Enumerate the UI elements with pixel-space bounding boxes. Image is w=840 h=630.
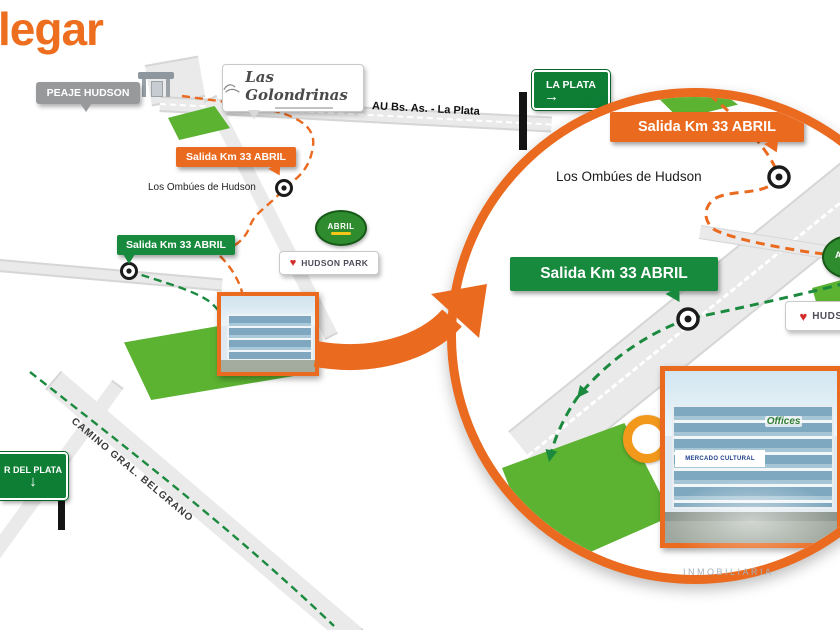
exit-marker-orange bbox=[767, 165, 791, 189]
hudson-sign-zoom: ♥ HUDSON bbox=[785, 301, 840, 331]
mar-del-plata-sign: R DEL PLATA ↓ bbox=[0, 452, 68, 500]
golondrinas-label: Las Golondrinas bbox=[245, 67, 348, 104]
badge-pointer bbox=[123, 254, 135, 264]
golondrinas-subtitle-line bbox=[275, 106, 334, 109]
hudson-park-sign: ♥ HUDSON PARK bbox=[279, 251, 379, 275]
right-arrow-icon: → bbox=[544, 87, 559, 105]
watermark-overlay bbox=[664, 479, 839, 563]
photo-offices-sign: Offices bbox=[764, 415, 803, 427]
photo-ground bbox=[221, 359, 315, 372]
toll-booth-icon bbox=[138, 66, 174, 102]
building-photo-small bbox=[217, 292, 319, 376]
photo-building bbox=[226, 314, 314, 361]
sign-pointer bbox=[80, 103, 92, 112]
exit-marker-orange bbox=[275, 179, 293, 197]
la-plata-sign: LA PLATA → bbox=[532, 70, 610, 110]
golondrinas-bird-icon bbox=[223, 84, 240, 93]
exit-badge-green-small: Salida Km 33 ABRIL bbox=[117, 235, 235, 255]
abril-label: ABRIL bbox=[327, 221, 355, 231]
heart-icon: ♥ bbox=[289, 257, 297, 269]
heart-icon: ♥ bbox=[799, 308, 808, 324]
watermark-text: INMOBILIARIA bbox=[683, 567, 774, 577]
peaje-hudson-sign: PEAJE HUDSON bbox=[36, 82, 140, 104]
page-title: legar bbox=[0, 3, 104, 55]
sign-post bbox=[519, 92, 527, 150]
exit-badge-green-large: Salida Km 33 ABRIL bbox=[510, 257, 718, 291]
neighborhood-label-large: Los Ombúes de Hudson bbox=[556, 169, 702, 184]
hudson-park-label: HUDSON PARK bbox=[301, 258, 369, 268]
la-plata-label: LA PLATA bbox=[546, 78, 596, 91]
photo-sign-band: MERCADO CULTURAL bbox=[675, 450, 765, 468]
hudson-label: HUDSON bbox=[812, 310, 840, 322]
abril-accent bbox=[331, 231, 351, 235]
las-golondrinas-sign: Las Golondrinas bbox=[222, 64, 364, 112]
sign-pointer bbox=[248, 110, 260, 119]
abril-label: ABRIL bbox=[835, 250, 840, 260]
zoom-inset-circle: Salida Km 33 ABRIL Los Ombúes de Hudson … bbox=[447, 88, 840, 584]
abril-logo: ABRIL bbox=[315, 210, 367, 246]
down-arrow-icon: ↓ bbox=[29, 472, 37, 490]
hudson-park-road bbox=[0, 258, 223, 292]
neighborhood-label: Los Ombúes de Hudson bbox=[148, 182, 256, 193]
